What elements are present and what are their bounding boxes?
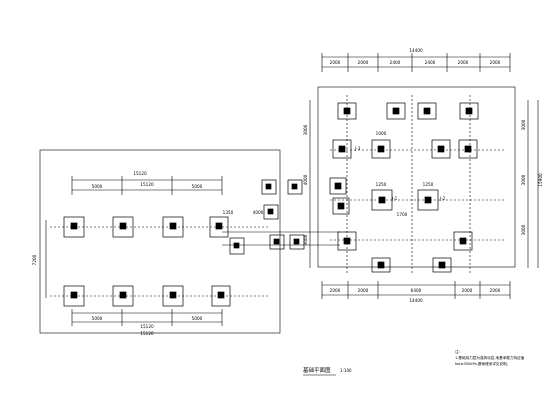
footing-tag: J-2 bbox=[439, 196, 446, 201]
right-outline bbox=[317, 86, 516, 268]
right-bottom-bay-dim: 2000 bbox=[462, 288, 473, 293]
left-top-mid-dim: 15120 bbox=[140, 182, 154, 187]
left-top-bay-dim: 5000 bbox=[192, 184, 203, 189]
block-dim: 1700 bbox=[397, 212, 408, 217]
right-side-dim: 3000 bbox=[521, 224, 526, 235]
block-dim: 1250 bbox=[376, 182, 387, 187]
right-top-bay-dim: 2400 bbox=[390, 60, 401, 65]
right-top-overall-dim: 14400 bbox=[409, 48, 423, 53]
right-top-bay-dim: 2000 bbox=[458, 60, 469, 65]
right-side-overall-dim: 15900 bbox=[538, 173, 543, 187]
right-bottom-overall-dim: 14400 bbox=[409, 298, 423, 303]
drawing-title: 基础平面图 bbox=[303, 366, 331, 374]
left-bottom-bay-dim: 5000 bbox=[92, 316, 103, 321]
right-footings bbox=[332, 102, 479, 273]
right-side-dim: 3000 bbox=[521, 174, 526, 185]
right-bottom-bay-dim: 2000 bbox=[330, 288, 341, 293]
right-bottom-bay-dim: 2000 bbox=[490, 288, 501, 293]
right-top-bay-dim: 2000 bbox=[490, 60, 501, 65]
left-outline bbox=[39, 149, 281, 334]
right-top-bay-dim: 2000 bbox=[330, 60, 341, 65]
right-side-dim: 3000 bbox=[521, 119, 526, 130]
note-line: fak≥350kPa,基础埋深详见说明。 bbox=[455, 361, 510, 366]
left-side-dim-right-block: 4000 bbox=[303, 174, 308, 185]
link-footings bbox=[261, 177, 350, 250]
left-bottom-overall-dim: 15120 bbox=[140, 331, 154, 336]
left-top-bay-dim: 5000 bbox=[92, 184, 103, 189]
drawing-scale: 1:100 bbox=[340, 368, 352, 373]
note-line: 注： bbox=[455, 349, 462, 354]
right-top-bay-dim: 2400 bbox=[425, 60, 436, 65]
left-top-overall-dim: 15120 bbox=[133, 171, 147, 176]
left-bottom-bay-dim: 5000 bbox=[192, 316, 203, 321]
left-bottom-mid-dim: 15120 bbox=[140, 324, 154, 329]
left-footings bbox=[63, 216, 245, 307]
left-side-dim: 7200 bbox=[32, 254, 37, 265]
link-dim: 1350 bbox=[223, 210, 234, 215]
block-dim: 1250 bbox=[423, 182, 434, 187]
drawing-title-group: 基础平面图 1:100 bbox=[303, 366, 352, 376]
notes: 注： 1.基础持力层为强风化岩,地基承载力特征值 fak≥350kPa,基础埋深… bbox=[455, 349, 525, 366]
footing-tag: J-3 bbox=[354, 146, 361, 151]
left-side-dim-right-block: 3000 bbox=[303, 234, 308, 245]
footing-tag: J-1 bbox=[391, 196, 398, 201]
right-top-bay-dim: 2000 bbox=[358, 60, 369, 65]
link-dim: 4000 bbox=[253, 210, 264, 215]
right-bottom-bay-dim: 2000 bbox=[358, 288, 369, 293]
block-dim: 1000 bbox=[376, 131, 387, 136]
note-line: 1.基础持力层为强风化岩,地基承载力特征值 bbox=[455, 355, 525, 360]
left-side-dim-right-block: 3000 bbox=[303, 124, 308, 135]
right-bottom-bay-dim: 6400 bbox=[411, 288, 422, 293]
